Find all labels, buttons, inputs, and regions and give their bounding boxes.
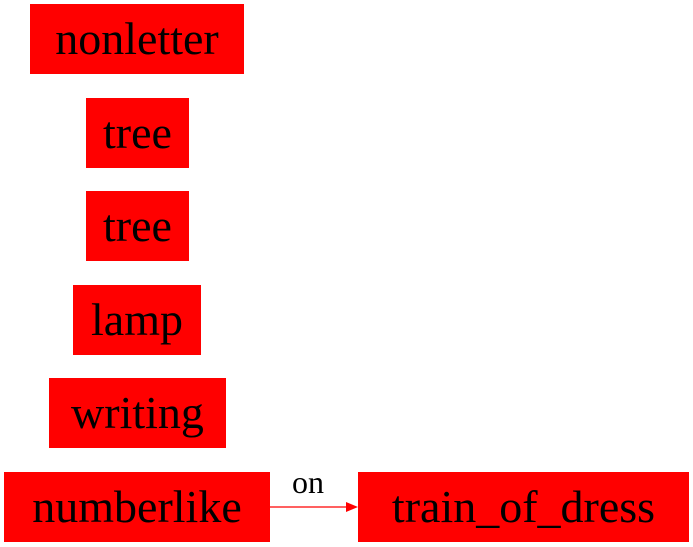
node-train-of-dress: train_of_dress: [358, 472, 689, 542]
node-writing: writing: [49, 378, 226, 448]
node-tree: tree: [86, 98, 189, 168]
node-tree-2: tree: [86, 191, 189, 261]
node-numberlike: numberlike: [4, 472, 270, 542]
node-nonletter: nonletter: [30, 4, 244, 74]
arrowhead-icon: [346, 502, 358, 512]
node-lamp: lamp: [73, 285, 201, 355]
edge-label-on: on: [292, 464, 324, 500]
